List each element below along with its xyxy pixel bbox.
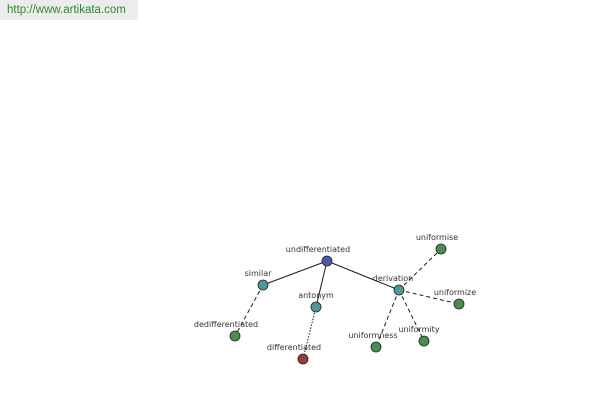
node-label-antonym[interactable]: antonym [298, 291, 334, 300]
node-differentiated[interactable] [297, 353, 309, 365]
labels-layer: undifferentiated similar antonym derivation… [194, 233, 476, 352]
edge-undifferentiated-similar [262, 260, 328, 286]
node-label-uniformize[interactable]: uniformize [434, 288, 476, 297]
node-label-uniformity[interactable]: uniformity [398, 325, 439, 334]
node-uniformize[interactable] [453, 298, 465, 310]
edge-derivation-uniformise [398, 248, 442, 291]
node-uniformness[interactable] [370, 341, 382, 353]
node-undifferentiated[interactable] [321, 255, 333, 267]
node-label-differentiated[interactable]: differentiated [267, 343, 321, 352]
node-label-derivation[interactable]: derivation [373, 274, 413, 283]
edge-undifferentiated-antonym [315, 260, 328, 308]
node-label-uniformness[interactable]: uniformness [348, 331, 397, 340]
node-uniformity[interactable] [418, 335, 430, 347]
edges-layer [234, 248, 460, 360]
node-antonym[interactable] [310, 301, 322, 313]
node-label-undifferentiated[interactable]: undifferentiated [286, 245, 350, 254]
edge-derivation-uniformize [398, 289, 460, 305]
node-label-uniformise[interactable]: uniformise [416, 233, 458, 242]
node-uniformise[interactable] [435, 243, 447, 255]
edge-undifferentiated-derivation [326, 260, 400, 291]
nodes-layer [229, 243, 465, 365]
edge-similar-dedifferentiated [234, 284, 264, 337]
node-dedifferentiated[interactable] [229, 330, 241, 342]
node-label-similar[interactable]: similar [245, 269, 273, 278]
node-derivation[interactable] [393, 284, 405, 296]
edge-derivation-uniformity [398, 289, 425, 342]
node-similar[interactable] [257, 279, 269, 291]
source-link[interactable]: http://www.artikata.com [0, 0, 138, 20]
edge-derivation-uniformness [375, 289, 400, 348]
node-label-dedifferentiated[interactable]: dedifferentiated [194, 320, 258, 329]
